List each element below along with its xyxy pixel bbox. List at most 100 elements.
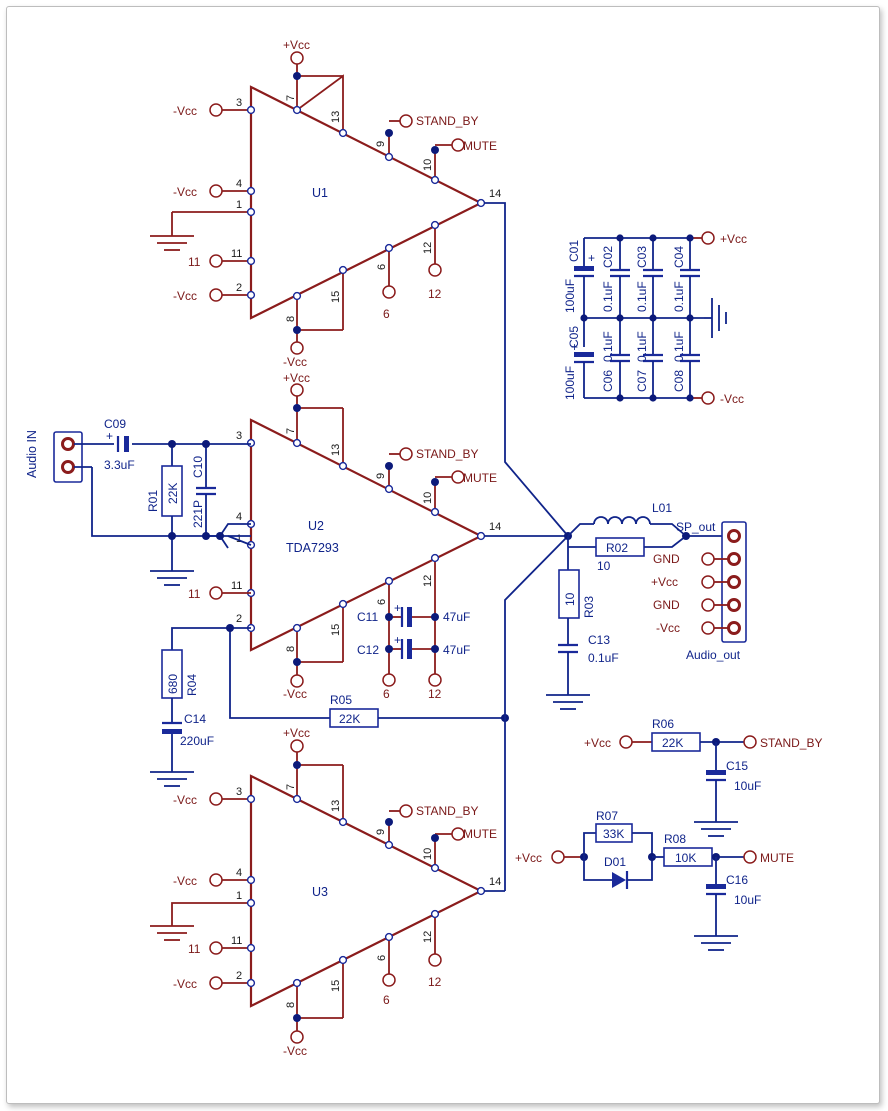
u3-pin13: 13 <box>330 800 342 812</box>
u2-standby-label: STAND_BY <box>416 447 478 461</box>
standby-network <box>619 732 757 837</box>
u2-pin14: 14 <box>489 521 501 533</box>
u1-mute-label: MUTE <box>463 139 497 153</box>
u1-pin13: 13 <box>330 111 342 123</box>
u2-vcc-neg-label: -Vcc <box>283 687 307 701</box>
u3-pin14: 14 <box>489 876 501 888</box>
u3-vcc-neg-pin2: -Vcc <box>173 977 197 991</box>
u1-vcc-pos-label: +Vcc <box>283 38 310 52</box>
u3-pin11: 11 <box>231 935 242 947</box>
c04-value: 0.1uF <box>672 281 686 312</box>
u1-pin7: 7 <box>285 95 297 101</box>
input-network: + <box>53 429 252 586</box>
u2-pin6: 6 <box>376 599 388 605</box>
u3-pin7: 7 <box>285 784 297 790</box>
dec-vcc-neg-label: -Vcc <box>720 392 744 406</box>
u2-pin15: 15 <box>330 624 342 636</box>
u3-net12-label: 12 <box>428 975 442 989</box>
u1-pin11: 11 <box>231 248 242 260</box>
u1-pin1: 1 <box>236 199 242 211</box>
u2-net11-label: 11 <box>188 587 201 601</box>
c08-ref: C08 <box>672 370 686 392</box>
r03-resistor <box>558 569 580 619</box>
u1-pin3: 3 <box>236 97 242 109</box>
r02-value: 10 <box>597 559 611 573</box>
svg-text:+: + <box>571 340 578 354</box>
u1-net6-label: 6 <box>383 307 390 321</box>
out-pin-vcc-neg: -Vcc <box>656 621 680 635</box>
u3-ref: U3 <box>312 885 328 899</box>
audio-out-label: Audio_out <box>686 648 741 662</box>
u3-vcc-neg-label: -Vcc <box>283 1044 307 1058</box>
c11-ref: C11 <box>357 610 378 624</box>
u3-net6-label: 6 <box>383 993 390 1007</box>
out-pin-gnd-2: GND <box>653 598 680 612</box>
u2-pin10: 10 <box>422 492 434 504</box>
u3-pin4: 4 <box>236 867 242 879</box>
ground-symbol <box>150 235 194 251</box>
r02-ref: R02 <box>606 541 628 555</box>
u3-net11-label: 11 <box>188 942 201 956</box>
u3-pin15: 15 <box>330 980 342 992</box>
c13-ref: C13 <box>588 633 610 647</box>
c03-value: 0.1uF <box>635 281 649 312</box>
mute-network <box>551 823 757 951</box>
r05-value: 22K <box>339 712 360 726</box>
u1-pin10: 10 <box>422 159 434 171</box>
c09-ref: C09 <box>104 417 126 431</box>
u1-pin14: 14 <box>489 188 501 200</box>
u2-pin13: 13 <box>330 444 342 456</box>
c05-value: 100uF <box>563 366 577 400</box>
u3-vcc-pos-label: +Vcc <box>283 726 310 740</box>
c01-value: 100uF <box>563 279 577 313</box>
c13-value: 0.1uF <box>588 651 619 665</box>
svg-text:+: + <box>394 633 401 647</box>
u3-vcc-neg-pin4: -Vcc <box>173 874 197 888</box>
c14-value: 220uF <box>180 734 214 748</box>
c05-ref: C05 <box>567 326 581 348</box>
c15-value: 10uF <box>734 779 761 793</box>
u3-pin8: 8 <box>285 1002 297 1008</box>
u1-pin4: 4 <box>236 178 242 190</box>
u2-pin9: 9 <box>375 473 387 479</box>
c01-ref: C01 <box>567 240 581 262</box>
mute-vcc-label: +Vcc <box>515 851 542 865</box>
r03-ref: R03 <box>582 596 596 618</box>
standby-vcc-label: +Vcc <box>584 736 611 750</box>
r01-value: 22K <box>166 483 180 504</box>
u2-pin11: 11 <box>231 580 242 592</box>
r06-ref: R06 <box>652 717 674 731</box>
r05-ref: R05 <box>330 693 352 707</box>
u3-vcc-neg-pin3: -Vcc <box>173 793 197 807</box>
c02-ref: C02 <box>601 246 615 268</box>
u1-vcc-neg-pin4: -Vcc <box>173 185 197 199</box>
u2-pin8: 8 <box>285 646 297 652</box>
c07-ref: C07 <box>635 370 649 392</box>
c14-ref: C14 <box>184 712 206 726</box>
sp-out-label: SP_out <box>676 520 716 534</box>
r08-value: 10K <box>675 851 696 865</box>
d01-ref: D01 <box>604 855 626 869</box>
u3-pin10: 10 <box>422 848 434 860</box>
u3-pin1: 1 <box>236 890 242 902</box>
u1-pin8: 8 <box>285 316 297 322</box>
c02-value: 0.1uF <box>601 281 615 312</box>
c11-value: 47uF <box>443 610 470 624</box>
c03-ref: C03 <box>635 246 649 268</box>
c10-ref: C10 <box>191 456 205 478</box>
r04-ref: R04 <box>185 674 199 696</box>
u1-vcc-neg-label: -Vcc <box>283 355 307 369</box>
out-pin-vcc-pos: +Vcc <box>651 575 678 589</box>
u1-net11-label: 11 <box>188 255 201 269</box>
r07-ref: R07 <box>596 809 618 823</box>
u1-pin15: 15 <box>330 291 342 303</box>
svg-text:+: + <box>588 251 595 265</box>
c06-value: 0.1uF <box>601 331 615 362</box>
r03-value: 10 <box>563 592 577 606</box>
out-pin-gnd-1: GND <box>653 552 680 566</box>
amplifier-u1 <box>150 51 486 355</box>
c16-value: 10uF <box>734 893 761 907</box>
u3-triangle <box>249 774 484 1008</box>
u3-pin2: 2 <box>236 970 242 982</box>
